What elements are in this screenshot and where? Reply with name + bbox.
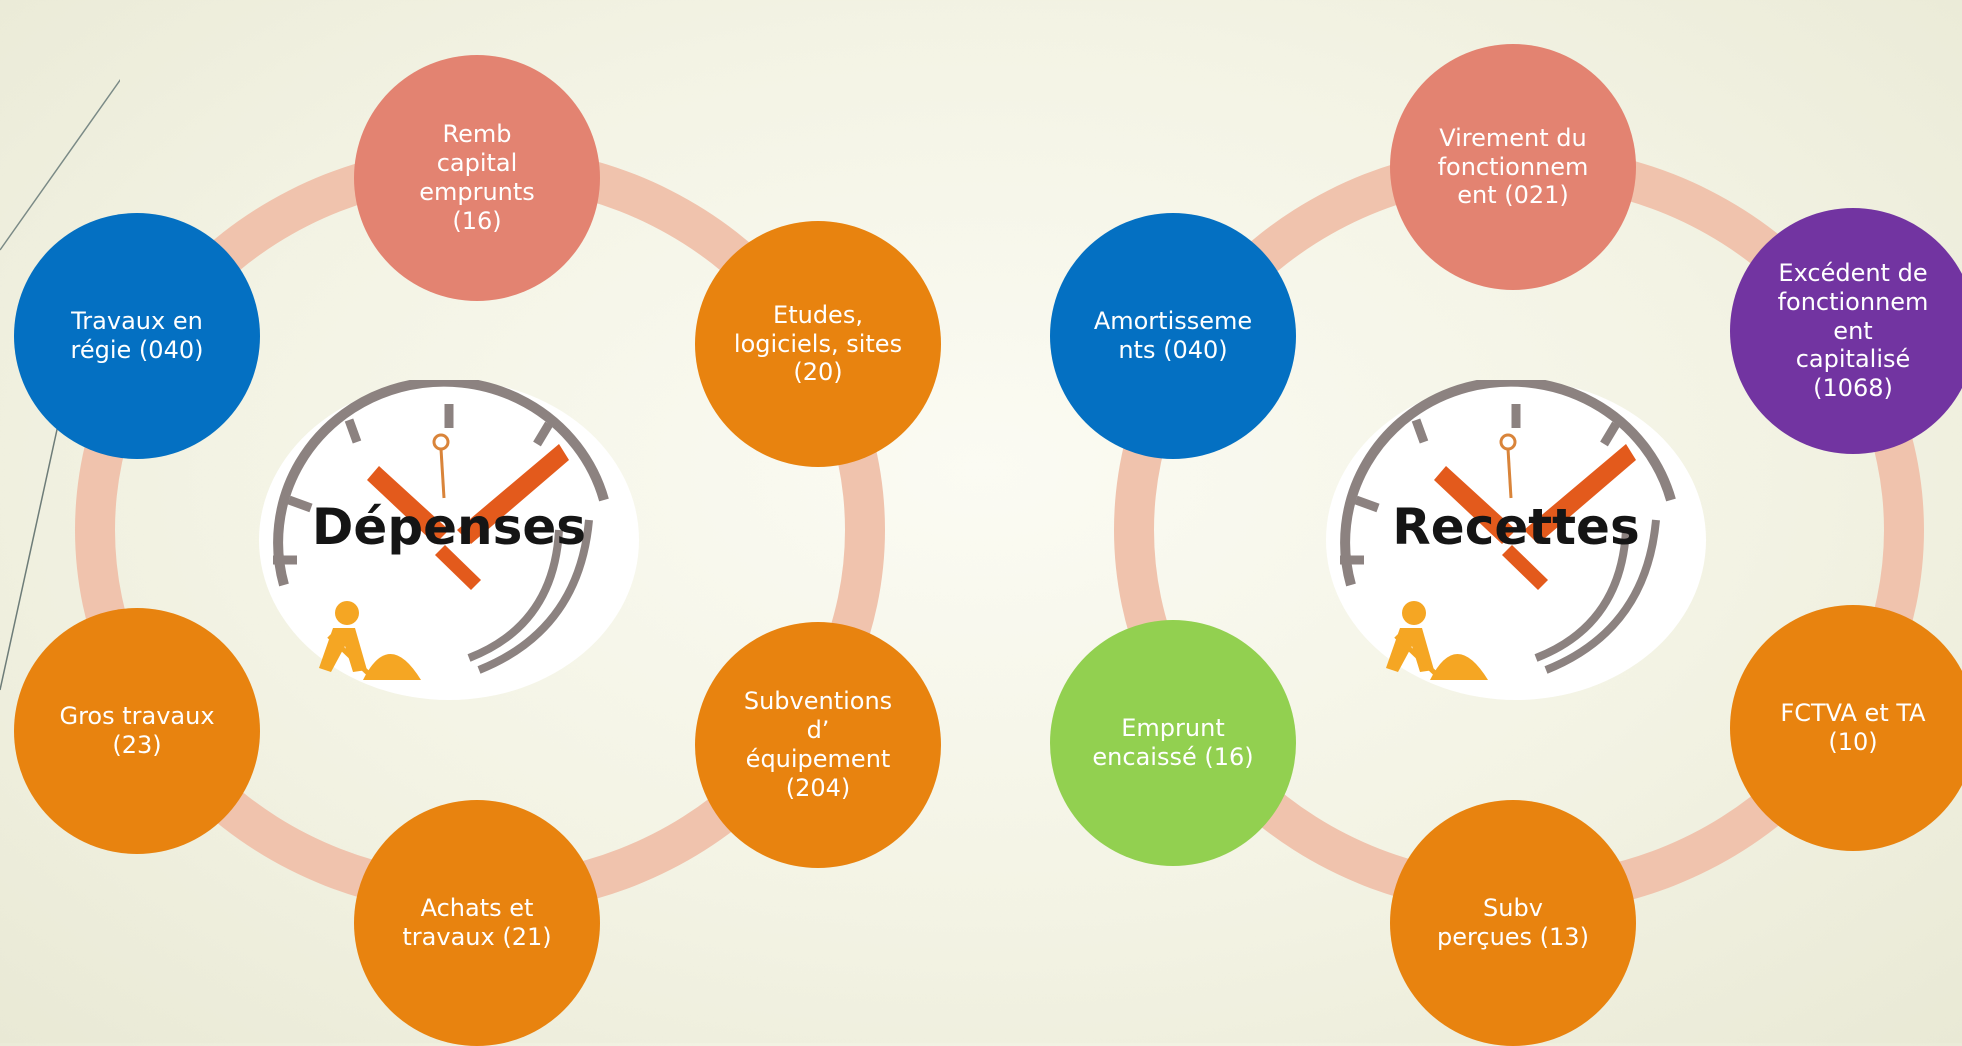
node-excedent-fonctionnement[interactable]: Excédent de fonctionnem ent capitalisé (… [1730,208,1962,454]
node-etudes-logiciels-sites[interactable]: Etudes, logiciels, sites (20) [695,221,941,467]
node-amortissements[interactable]: Amortisseme nts (040) [1050,213,1296,459]
node-label: Remb capital emprunts (16) [419,120,535,235]
recettes-title: Recettes [1392,498,1640,556]
node-remb-capital-emprunts[interactable]: Remb capital emprunts (16) [354,55,600,301]
node-label: Achats et travaux (21) [402,894,552,951]
node-label: Excédent de fonctionnem ent capitalisé (… [1777,259,1929,403]
node-label: Subv perçues (13) [1437,894,1589,951]
node-travaux-en-regie[interactable]: Travaux en régie (040) [14,213,260,459]
decorative-corner-lines [0,78,120,691]
depenses-hub: Dépenses [259,380,639,700]
node-subventions-equipement[interactable]: Subventions d’ équipement (204) [695,622,941,868]
recettes-clock-icon [1326,380,1706,700]
node-label: Etudes, logiciels, sites (20) [733,300,903,387]
node-label: Virement du fonctionnem ent (021) [1437,123,1589,210]
node-virement-fonctionnement[interactable]: Virement du fonctionnem ent (021) [1390,44,1636,290]
node-fctva-et-ta[interactable]: FCTVA et TA (10) [1730,605,1962,851]
depenses-title: Dépenses [311,498,587,556]
node-emprunt-encaisse[interactable]: Emprunt encaissé (16) [1050,620,1296,866]
node-label: Gros travaux (23) [59,702,215,759]
node-subv-percues[interactable]: Subv perçues (13) [1390,800,1636,1046]
node-label: Travaux en régie (040) [70,307,204,364]
node-label: Emprunt encaissé (16) [1092,714,1254,771]
node-achats-et-travaux[interactable]: Achats et travaux (21) [354,800,600,1046]
node-gros-travaux[interactable]: Gros travaux (23) [14,608,260,854]
depenses-clock-icon [259,380,639,700]
recettes-hub: Recettes [1326,380,1706,700]
node-label: FCTVA et TA (10) [1780,699,1926,756]
node-label: Subventions d’ équipement (204) [743,687,893,802]
node-label: Amortisseme nts (040) [1093,307,1253,364]
